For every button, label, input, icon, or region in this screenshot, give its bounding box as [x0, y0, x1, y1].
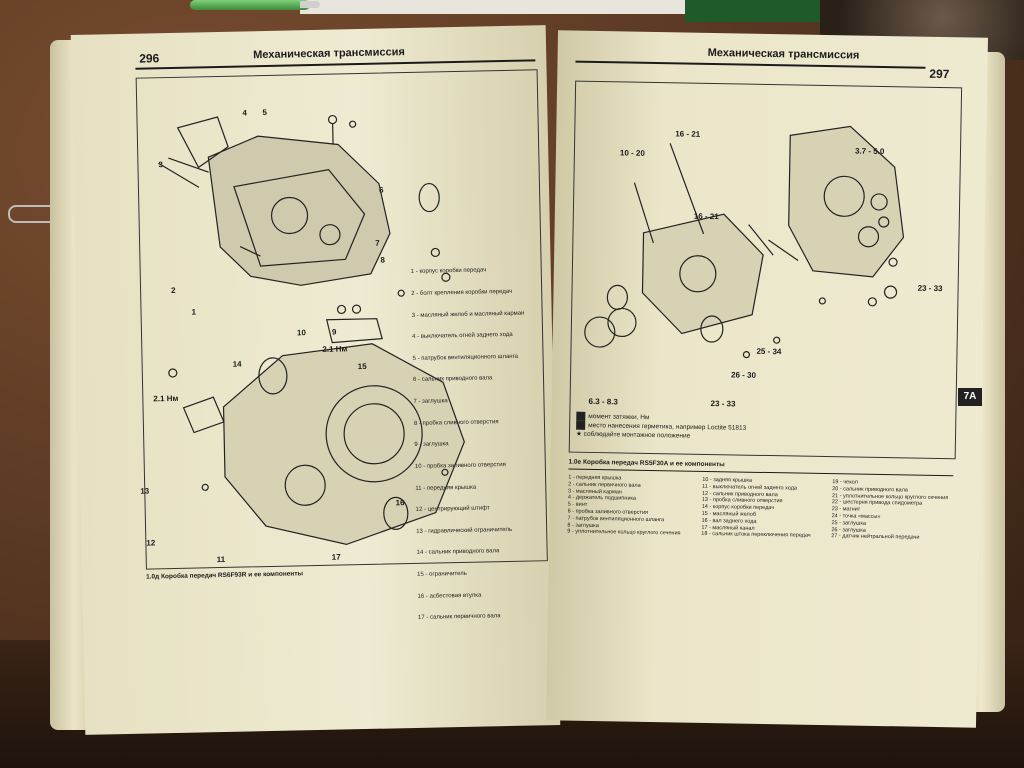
pen-tip: [300, 1, 320, 8]
legend-column-2: 10 - задняя крышка 11 - выключатель огне…: [701, 477, 827, 540]
legend-item: 13 - гидравлический ограничитель: [416, 526, 513, 535]
torque-26-30: 26 - 30: [730, 370, 757, 380]
legend-item: 8 - пробка сливного отверстия: [413, 418, 499, 427]
torque-25-34: 25 - 34: [756, 346, 782, 357]
torque-16-21: 16 - 21: [675, 129, 701, 139]
legend-item: 3 - масляный желоб и масляный карман: [411, 310, 525, 319]
legend-item: 15 - ограничитель: [417, 570, 467, 578]
callout-1: 1: [191, 307, 197, 317]
section-tab: 7A: [958, 388, 982, 406]
legend-item: 4 - выключатель огней заднего хода: [412, 332, 513, 341]
callout-17: 17: [331, 552, 341, 562]
callout-13: 13: [140, 486, 150, 496]
header-rule: [135, 59, 536, 70]
callout-4: 4: [242, 108, 247, 118]
legend-item: 1 - корпус коробки передач: [410, 267, 487, 276]
sealant-symbol-icon: [576, 420, 586, 430]
torque-16-21-b: 16 - 21: [693, 211, 719, 222]
torque-3.7-5.0: 3.7 - 5.0: [854, 146, 885, 157]
page-number: 297: [929, 66, 950, 82]
legend-item: 14 - сальник приводного вала: [416, 548, 500, 557]
legend-item: 7 - заглушка: [413, 398, 448, 406]
green-book: [685, 0, 825, 22]
legend-item: 12 - центрирующий штифт: [415, 505, 490, 514]
symbol-legend: момент затяжки, Нм место нанесения герме…: [575, 411, 747, 441]
pen: [190, 0, 310, 10]
callout-12: 12: [146, 538, 156, 548]
paper-sheet: [300, 0, 690, 14]
callout-8: 8: [380, 255, 386, 265]
callout-9: 9: [331, 327, 337, 337]
callout-16: 16: [395, 498, 405, 508]
legend-item: 18 - сальник штока переключения передач: [701, 531, 811, 540]
torque-label-upper: 2.1 Нм: [322, 344, 348, 354]
torque-6.3-8.3: 6.3 - 8.3: [588, 396, 619, 407]
figure-frame: 3 4 5 6 7 8 2 1 10 9 2.1 Нм 14 15 2.1 Нм…: [135, 69, 548, 621]
legend-item: 5 - патрубок вентиляционного шланга: [412, 353, 519, 362]
page-number: 296: [139, 51, 160, 66]
callout-5: 5: [262, 107, 267, 118]
page-title: Механическая трансмиссия: [253, 46, 405, 62]
figure-caption: 1.0д Коробка передач RS6F93R и ее компон…: [146, 570, 304, 581]
figure-caption: 1.0е Коробка передач RS5F30A и ее компон…: [568, 458, 725, 469]
callout-14: 14: [232, 359, 242, 369]
transmission-exploded-diagram: [584, 125, 905, 359]
legend-item: 2 - болт крепления коробки передач: [411, 288, 513, 297]
legend-item: 6 - сальник приводного вала: [412, 375, 493, 384]
legend-item: 9 - уплотнительное кольцо круглого сечен…: [567, 528, 681, 537]
page-title: Механическая трансмиссия: [707, 46, 860, 62]
legend-item: 9 - заглушка: [414, 441, 449, 449]
callout-2: 2: [170, 285, 176, 296]
legend-item: 16 - асбестовая втулка: [417, 592, 482, 600]
torque-23-33-b: 23 - 33: [710, 399, 736, 409]
callout-15: 15: [357, 361, 367, 372]
legend-item: 11 - передняя крышка: [415, 484, 477, 492]
callout-3: 3: [158, 160, 164, 170]
torque-23-33: 23 - 33: [917, 283, 943, 294]
header-rule: [575, 60, 926, 69]
legend-column-1: 1 - передняя крышка 2 - сальник первично…: [567, 475, 698, 538]
callout-7: 7: [375, 238, 380, 248]
transmission-exploded-diagram: [158, 114, 465, 546]
left-page: 296 Механическая трансмиссия: [70, 25, 561, 735]
torque-symbol-icon: [576, 411, 586, 421]
legend-item: 27 - датчик нейтральной передачи: [831, 533, 920, 542]
symbol-legend-torque: момент затяжки, Нм: [588, 413, 650, 422]
callout-11: 11: [216, 554, 226, 565]
legend-item: 17 - сальник первичного вала: [417, 613, 501, 622]
parts-legend: 1 - корпус коробки передач 2 - болт креп…: [410, 253, 531, 637]
legend-item: 10 - пробка заливного отверстия: [414, 461, 506, 470]
right-page: Механическая трансмиссия 297: [546, 30, 988, 728]
torque-label-lower: 2.1 Нм: [153, 393, 179, 404]
callout-6: 6: [378, 185, 384, 195]
star-icon: ★: [575, 430, 584, 438]
callout-10: 10: [296, 328, 307, 338]
figure-frame: 16 - 21 10 - 20 3.7 - 5.0 16 - 21 23 - 3…: [568, 80, 963, 460]
legend-column-3: 19 - чехол 20 - сальник приводного вала …: [831, 479, 957, 542]
torque-10-20: 10 - 20: [619, 148, 645, 158]
